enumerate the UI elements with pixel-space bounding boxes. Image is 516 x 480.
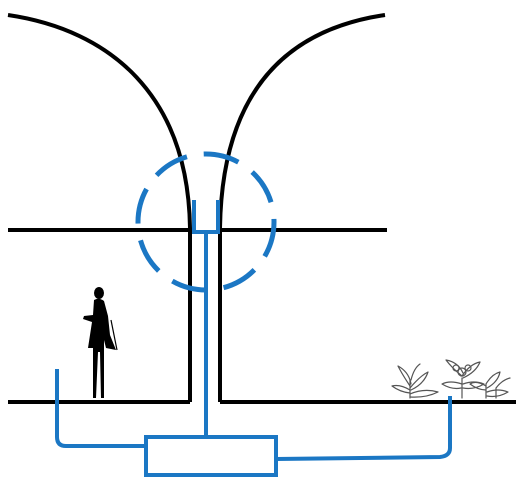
storage-tank — [144, 435, 278, 477]
person-silhouette-icon — [83, 287, 118, 398]
funnel — [192, 200, 220, 234]
left-canopy-arc — [7, 13, 192, 229]
right-canopy-arc — [218, 13, 386, 229]
left-distribution-pipe — [55, 369, 146, 448]
plant-icon — [391, 359, 511, 399]
right-distribution-pipe — [275, 396, 452, 461]
